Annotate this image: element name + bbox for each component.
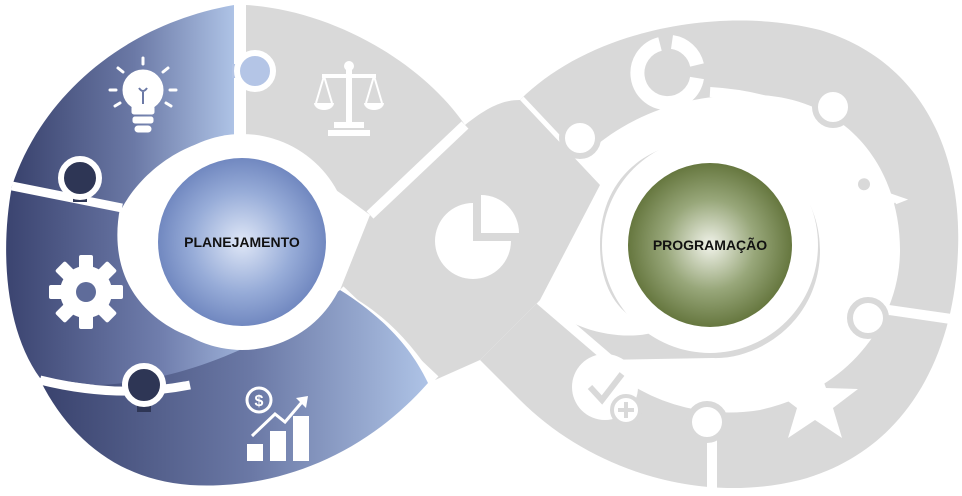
lightbulb-icon: [108, 56, 178, 133]
rocket-icon: [843, 159, 909, 231]
scales-icon: [314, 61, 384, 136]
blue-segment-bottom: [40, 290, 428, 486]
svg-text:$: $: [255, 393, 264, 410]
connector-left-mid: [58, 156, 102, 202]
hub-planejamento: PLANEJAMENTO: [134, 134, 350, 350]
connector-left-bottom: [122, 363, 166, 412]
donut-chart-icon: [630, 35, 704, 110]
blue-segment-top: [12, 5, 234, 208]
star-icon: [772, 358, 858, 438]
hub-planejamento-label: PLANEJAMENTO: [184, 234, 300, 250]
hub-programacao-label: PROGRAMAÇÃO: [653, 236, 767, 253]
finance-growth-icon: $: [245, 386, 309, 461]
left-loop: [6, 5, 428, 486]
pie-chart-icon: [435, 195, 519, 279]
hub-programacao: PROGRAMAÇÃO: [602, 137, 818, 353]
check-add-icon: [572, 354, 642, 426]
connector-top-blue: [232, 50, 276, 92]
blue-segment-middle: [6, 186, 265, 388]
gear-icon: [49, 255, 123, 329]
